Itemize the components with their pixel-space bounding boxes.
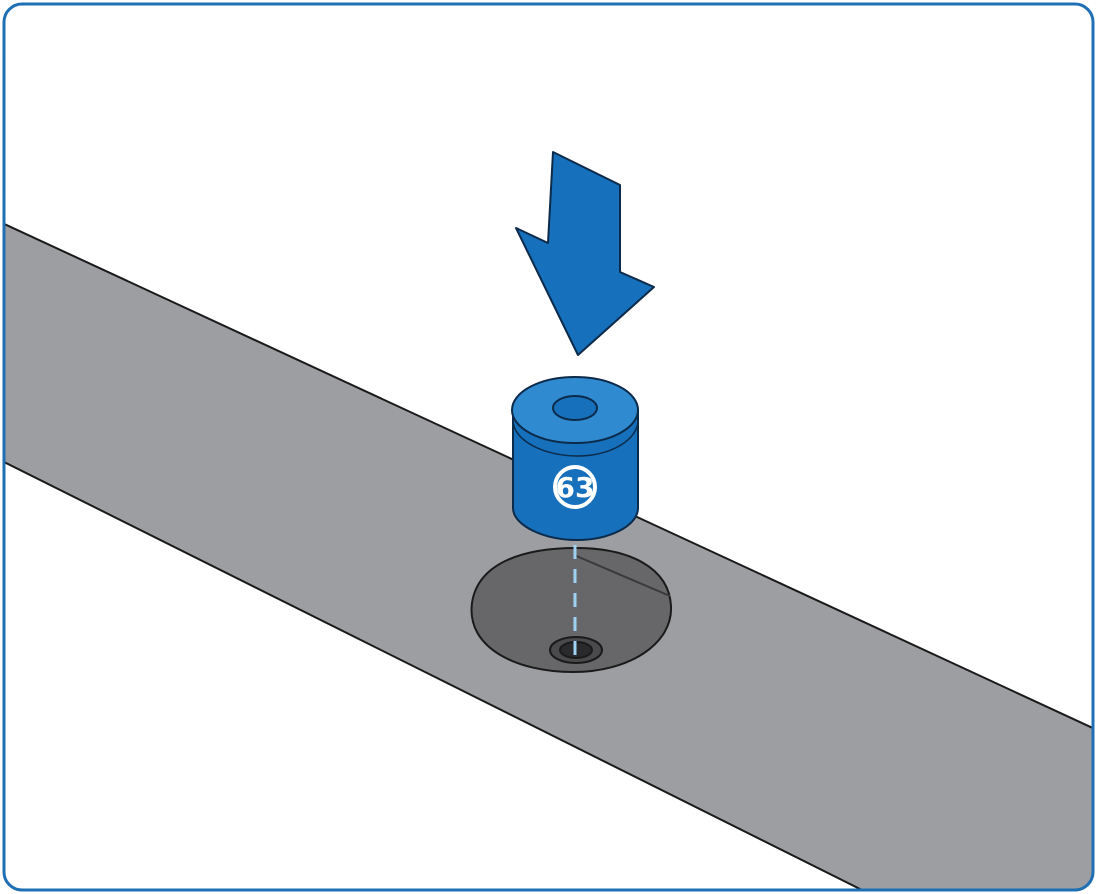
part-number-badge: 63 (553, 465, 597, 509)
spacer-cylinder-icon (511, 376, 639, 542)
down-arrow-icon (515, 151, 655, 356)
mounting-hole (470, 546, 673, 674)
part-number-label: 63 (556, 471, 595, 504)
